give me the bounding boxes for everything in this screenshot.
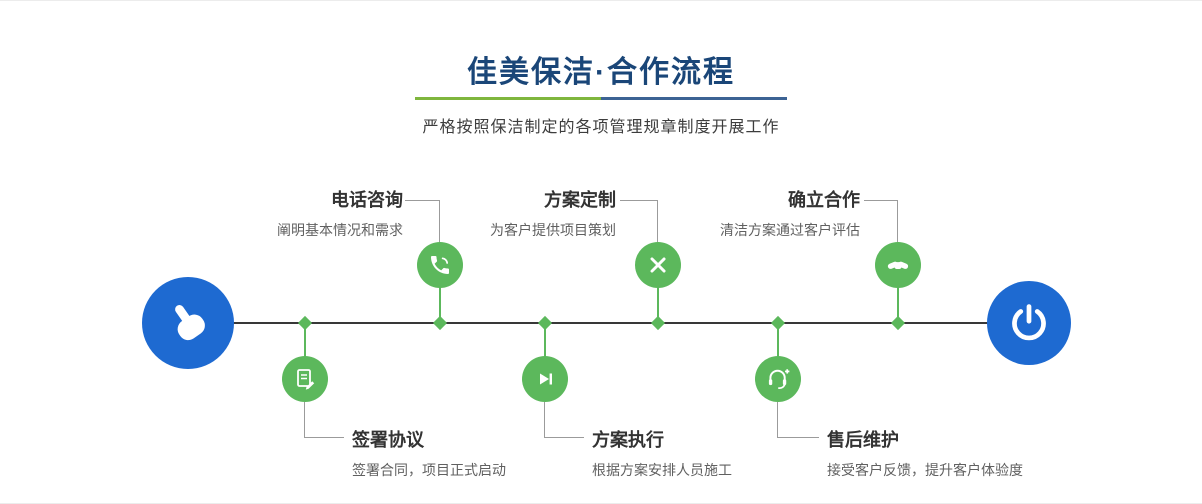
support-icon (765, 366, 791, 392)
step-node-execute (522, 356, 568, 402)
step-node-design (635, 242, 681, 288)
step-desc: 为客户提供项目策划 (490, 222, 616, 238)
elbow-line (657, 200, 658, 242)
step-callout-cooperation: 确立合作 清洁方案通过客户评估 (660, 186, 860, 240)
design-tools-icon (646, 253, 670, 277)
step-title: 方案定制 (544, 190, 616, 210)
page-title: 佳美保洁·合作流程 (467, 56, 735, 89)
step-title: 电话咨询 (331, 190, 403, 210)
connector-line (657, 287, 659, 319)
step-callout-phone: 电话咨询 阐明基本情况和需求 (203, 186, 403, 240)
title-divider (415, 97, 787, 100)
elbow-line (777, 437, 819, 438)
contract-icon (293, 367, 317, 391)
step-desc: 签署合同，项目正式启动 (352, 462, 506, 478)
step-callout-contract: 签署协议 签署合同，项目正式启动 (352, 426, 602, 480)
step-callout-design: 方案定制 为客户提供项目策划 (416, 186, 616, 240)
end-node (987, 281, 1071, 365)
step-title: 方案执行 (592, 430, 664, 450)
elbow-line (544, 402, 545, 438)
connector-line (439, 287, 441, 319)
handshake-icon (885, 252, 911, 278)
step-title: 签署协议 (352, 430, 424, 450)
start-node (142, 277, 234, 369)
step-callout-execute: 方案执行 根据方案安排人员施工 (592, 426, 842, 480)
elbow-line (897, 200, 898, 242)
step-callout-support: 售后维护 接受客户反馈，提升客户体验度 (827, 426, 1077, 480)
connector-line (777, 325, 779, 357)
timeline-line (188, 322, 1030, 324)
elbow-line (439, 200, 440, 242)
elbow-line (777, 402, 778, 438)
elbow-line (544, 437, 584, 438)
execute-icon (533, 367, 557, 391)
elbow-line (864, 200, 898, 201)
connector-line (544, 325, 546, 357)
elbow-line (405, 200, 440, 201)
step-desc: 根据方案安排人员施工 (592, 462, 732, 478)
step-desc: 阐明基本情况和需求 (277, 222, 403, 238)
step-node-contract (282, 356, 328, 402)
step-desc: 清洁方案通过客户评估 (720, 222, 860, 238)
step-desc: 接受客户反馈，提升客户体验度 (827, 462, 1023, 478)
elbow-line (620, 200, 658, 201)
connector-line (304, 325, 306, 357)
page-subtitle: 严格按照保洁制定的各项管理规章制度开展工作 (422, 119, 780, 136)
pointer-hand-icon (163, 298, 213, 348)
step-node-phone (417, 242, 463, 288)
elbow-line (304, 437, 344, 438)
elbow-line (304, 402, 305, 438)
power-icon (1008, 302, 1050, 344)
phone-icon (428, 253, 452, 277)
step-node-cooperation (875, 242, 921, 288)
step-title: 售后维护 (827, 430, 899, 450)
step-title: 确立合作 (788, 190, 860, 210)
divider-blue-segment (601, 97, 787, 100)
connector-line (897, 287, 899, 319)
divider-green-segment (415, 97, 601, 100)
step-node-support (755, 356, 801, 402)
